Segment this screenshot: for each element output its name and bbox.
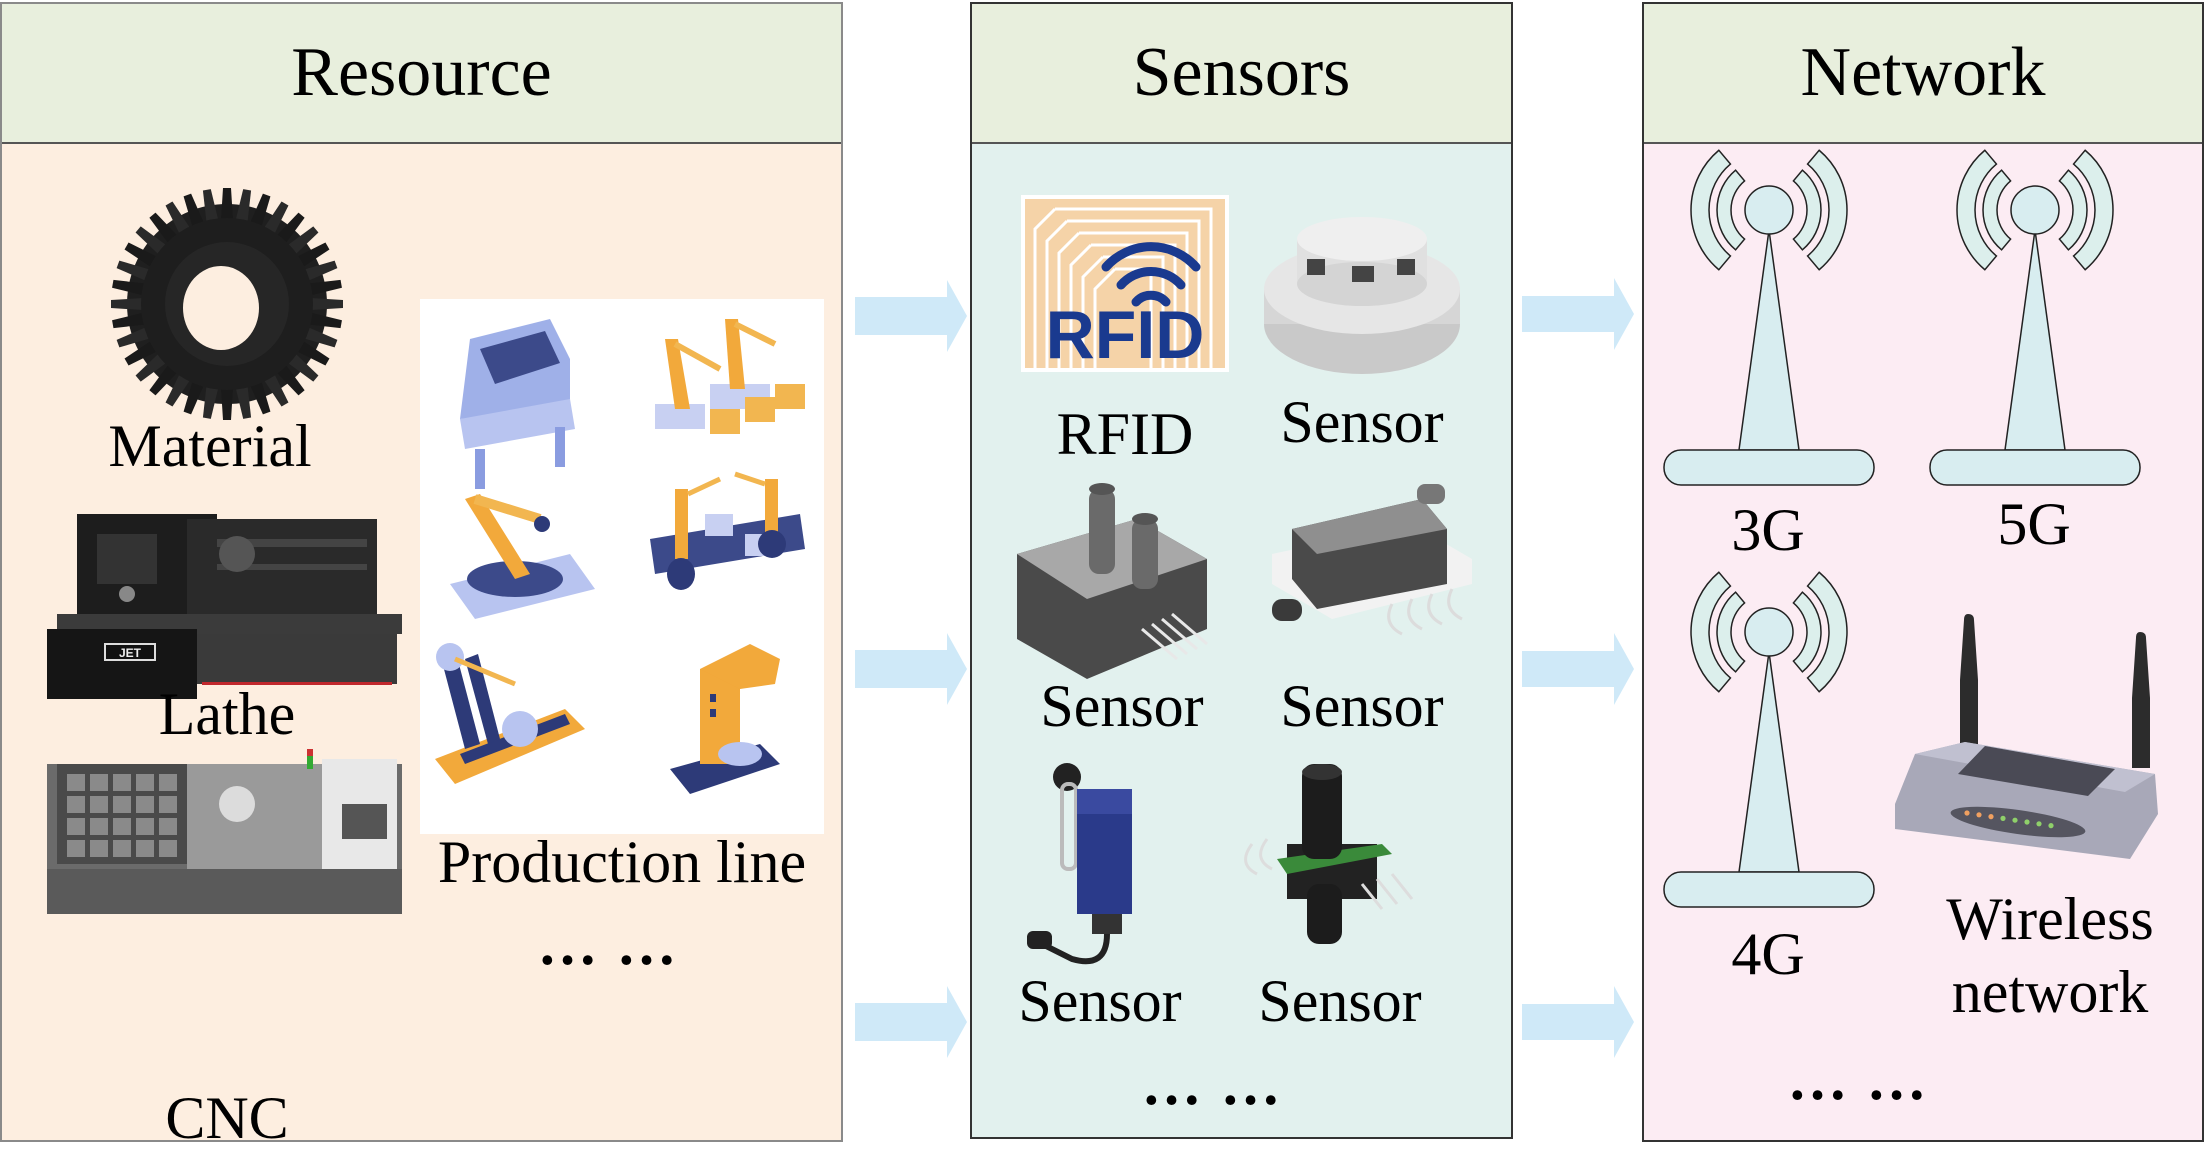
production-line-label: Production line: [437, 829, 807, 895]
gear-icon: [111, 188, 343, 420]
resource-panel: Resource Material JET Lathe: [0, 2, 843, 1148]
cnc-label: CNC: [165, 1085, 289, 1151]
arrow-sensors-to-network-1: [1522, 278, 1634, 350]
control-console-illustration: [460, 319, 575, 489]
wifi-router-icon: [1895, 614, 2158, 859]
track-machine-illustration: [435, 643, 585, 784]
material-label: Material: [108, 413, 312, 479]
sensors-title: Sensors: [1132, 34, 1351, 111]
smoke-detector-icon: [1264, 217, 1460, 374]
resource-ellipsis: … …: [537, 911, 679, 977]
arrow-resource-to-sensors-2: [855, 633, 967, 705]
network-title: Network: [1800, 34, 2046, 111]
lathe-icon: JET: [47, 514, 402, 699]
arrow-resource-to-sensors-1: [855, 280, 967, 352]
cell-tower-icon-4g: [1663, 571, 1875, 908]
sensors-body: RFID RFID Sensor: [972, 144, 1511, 1137]
pressure-sensor-icon: [1017, 483, 1208, 679]
barometric-sensor-icon: [1244, 764, 1414, 944]
robot-arms-boxes-illustration: [655, 319, 805, 434]
arrow-sensors-to-network-3: [1522, 986, 1634, 1058]
sensors-panel: Sensors RFID RFID Senso: [970, 2, 1513, 1139]
limit-switch-label: Sensor: [1018, 968, 1182, 1034]
pressure-sensor-module-icon: [1272, 484, 1472, 636]
resource-header: Resource: [2, 4, 841, 144]
smoke-sensor-label: Sensor: [1280, 389, 1444, 455]
rfid-label: RFID: [1056, 401, 1194, 467]
5g-label: 5G: [1997, 491, 2071, 557]
pressure-sensor-label: Sensor: [1040, 673, 1204, 739]
arrow-sensors-to-network-2: [1522, 633, 1634, 705]
cell-tower-icon-5g: [1929, 149, 2141, 486]
wireless-label-line2: network: [1951, 959, 2149, 1025]
resource-title: Resource: [291, 34, 552, 111]
network-panel: Network 3G 5G 4G Wireless network … …: [1642, 2, 2204, 1142]
barometric-sensor-label: Sensor: [1258, 968, 1422, 1034]
conveyor-robots-illustration: [650, 471, 805, 590]
cnc-machine-icon: [47, 749, 402, 914]
module-sensor-label: Sensor: [1280, 673, 1444, 739]
limit-switch-icon: [1027, 763, 1132, 965]
3g-label: 3G: [1731, 497, 1805, 563]
cell-tower-icon-3g: [1663, 149, 1875, 486]
network-header: Network: [1644, 4, 2202, 144]
4g-label: 4G: [1731, 921, 1805, 987]
rfid-tag-icon: RFID: [1021, 195, 1229, 373]
wireless-label-line1: Wireless: [1946, 886, 2154, 952]
rfid-logo-text: RFID: [1046, 297, 1205, 373]
network-ellipsis: … …: [1787, 1046, 1929, 1112]
svg-text:JET: JET: [119, 646, 142, 660]
production-line-illustration: [420, 299, 824, 834]
drill-press-illustration: [670, 644, 780, 794]
sensors-ellipsis: … …: [1141, 1051, 1283, 1117]
lathe-label: Lathe: [158, 681, 296, 747]
arrow-resource-to-sensors-3: [855, 986, 967, 1058]
network-body: 3G 5G 4G Wireless network … …: [1644, 144, 2202, 1140]
sensors-header: Sensors: [972, 4, 1511, 144]
robot-arm-illustration: [450, 494, 595, 619]
resource-body: Material JET Lathe: [2, 144, 841, 1148]
